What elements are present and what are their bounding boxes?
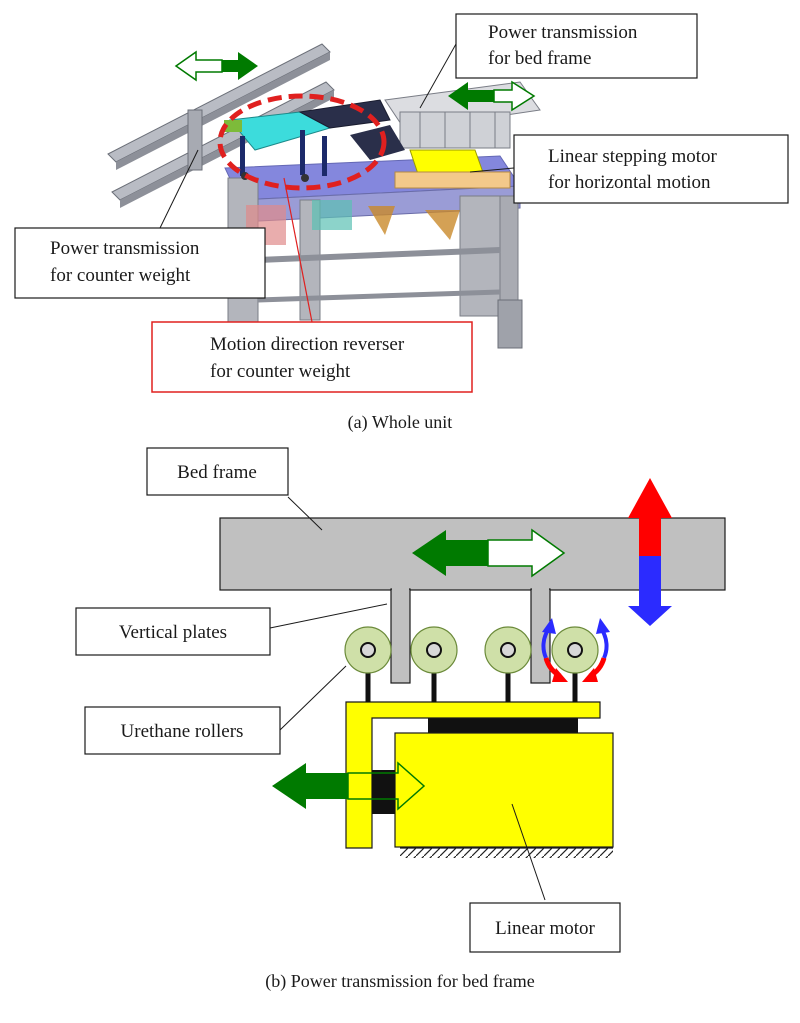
label-urethane-rollers-text: Urethane rollers [121, 721, 244, 742]
motor-horizontal-arrow [272, 761, 426, 811]
label-power-bed: Power transmission for bed frame [455, 13, 698, 79]
horizontal-arrow-right [448, 80, 536, 112]
label-power-bed-line1: Power transmission [488, 22, 638, 43]
label-linear-stepping-line2: for horizontal motion [548, 172, 711, 193]
bed-horizontal-arrow [412, 528, 566, 578]
vertical-arrow [628, 478, 672, 626]
rotation-arrows [541, 618, 610, 682]
label-linear-motor: Linear motor [469, 902, 621, 953]
linear-motor-shape [345, 701, 614, 858]
label-vertical-plates: Vertical plates [75, 607, 271, 656]
label-power-counter-line2: for counter weight [50, 265, 191, 286]
panel-b: Bed frame Vertical plates Urethane rolle… [75, 447, 726, 992]
label-bed-frame-text: Bed frame [177, 462, 257, 483]
panel-a: Power transmission for bed frame Linear … [14, 13, 789, 433]
label-reverser-line1: Motion direction reverser [210, 334, 405, 355]
label-vertical-plates-text: Vertical plates [119, 622, 227, 643]
label-reverser-line2: for counter weight [210, 361, 351, 382]
label-linear-stepping-line1: Linear stepping motor [548, 146, 718, 167]
label-power-bed-line2: for bed frame [488, 48, 591, 69]
urethane-rollers-shapes [344, 626, 599, 674]
caption-b: (b) Power transmission for bed frame [265, 971, 534, 992]
label-power-counter-line1: Power transmission [50, 238, 200, 259]
label-power-counter: Power transmission for counter weight [14, 227, 266, 299]
caption-a: (a) Whole unit [348, 412, 453, 433]
label-urethane-rollers: Urethane rollers [84, 706, 281, 755]
label-bed-frame: Bed frame [146, 447, 289, 496]
label-linear-stepping: Linear stepping motor for horizontal mot… [513, 134, 789, 204]
horizontal-arrow-left [174, 50, 258, 82]
highlight-ellipse [217, 93, 387, 191]
label-linear-motor-text: Linear motor [495, 918, 595, 939]
machine-illustration [107, 43, 541, 349]
label-reverser: Motion direction reverser for counter we… [151, 321, 473, 393]
